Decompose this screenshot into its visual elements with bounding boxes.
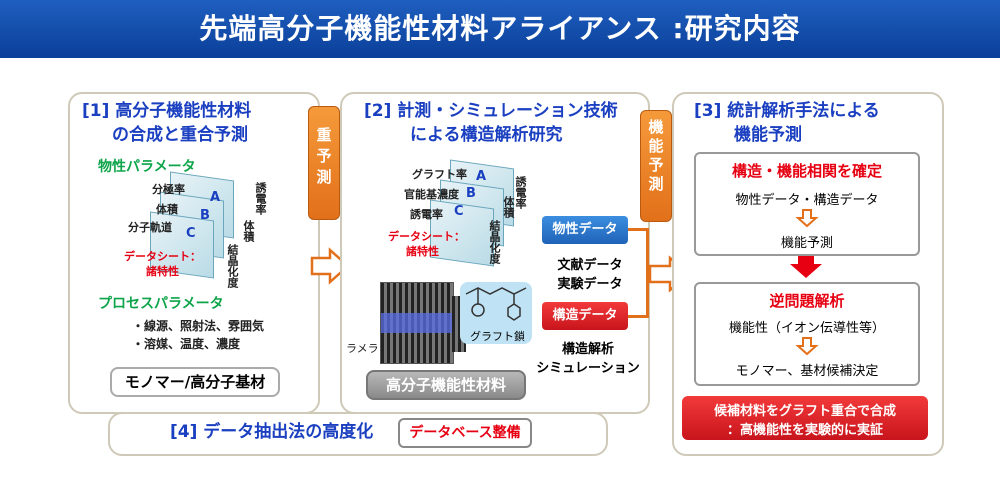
polymerization-prediction-tag: 重予測 — [308, 106, 340, 220]
datasheet-caption: 諸特性 — [406, 245, 439, 258]
sheet-letter: A — [476, 169, 487, 184]
connector-line — [628, 315, 648, 318]
inverse-line: モノマー、基材候補決定 — [735, 364, 879, 379]
lit-data: 文献データ 実験データ — [540, 254, 640, 292]
side-label: 結晶化度 — [226, 244, 239, 288]
sheet-row-label: 体積 — [156, 203, 178, 216]
datasheet-caption: 諸特性 — [146, 265, 179, 278]
lamella-image — [380, 282, 454, 364]
arrow-down-icon — [790, 256, 822, 278]
props-label: 物性パラメータ — [98, 159, 196, 175]
connector-line — [628, 228, 648, 231]
sheet-letter: A — [210, 190, 221, 205]
simulation: 構造解析 シミュレーション — [530, 338, 646, 376]
process-item: ・線源、照射法、雰囲気 — [132, 319, 265, 333]
correlation-title: 構造・機能相関を確定 — [731, 162, 882, 180]
inverse-problem-box: 逆問題解析 機能性（イオン伝導性等） モノマー、基材候補決定 — [694, 282, 920, 386]
result-box: 候補材料をグラフト重合で合成 ：高機能性を実験的に実証 — [682, 396, 928, 440]
sheet-letter: B — [200, 208, 210, 223]
sheet-row-label: 誘電率 — [410, 208, 443, 221]
struct-data-button: 構造データ — [542, 302, 628, 330]
arrow-right-icon — [310, 247, 350, 285]
simulation-line: シミュレーション — [536, 361, 640, 376]
side-label: 体積 — [502, 196, 515, 218]
correlation-box: 構造・機能相関を確定 物性データ・構造データ 機能予測 — [694, 152, 920, 256]
result-line: ：高機能性を実験的に実証 — [726, 423, 883, 438]
sheet-letter: B — [466, 186, 476, 201]
datasheet-caption: データシート： — [124, 250, 201, 263]
side-label: 誘電率 — [254, 182, 267, 215]
panel2-heading-line1: [2] 計測・シミュレーション技術 — [364, 101, 618, 121]
tag-text: 重予測 — [314, 127, 333, 190]
result-line: 候補材料をグラフト重合で合成 — [713, 404, 896, 419]
lamella-band — [381, 313, 453, 333]
sheet-row-label: 分子軌道 — [128, 221, 172, 234]
process-item: ・溶媒、温度、濃度 — [132, 337, 241, 351]
tag-text: 機能予測 — [646, 119, 665, 195]
arrow-down-icon — [795, 337, 819, 356]
sheet-row-label: グラフト率 — [412, 168, 467, 181]
database-box: データベース整備 — [398, 418, 532, 448]
correlation-line: 物性データ・構造データ — [735, 193, 879, 208]
inverse-title: 逆問題解析 — [769, 292, 845, 310]
panel1-heading-line1: [1] 高分子機能性材料 — [82, 101, 252, 121]
title-bar — [0, 0, 1000, 58]
monomer-box: モノマー/高分子基材 — [110, 367, 280, 397]
side-label: 体積 — [242, 220, 255, 242]
graft-chain-image: グラフト鎖 — [460, 282, 532, 344]
panel1-heading-line2: の合成と重合予測 — [112, 125, 248, 145]
sheet-letter: C — [454, 204, 464, 219]
datasheet-caption: データシート： — [388, 230, 465, 243]
side-label: 結晶化度 — [488, 220, 501, 264]
graft-chain-structure-icon — [465, 287, 527, 321]
simulation-line: 構造解析 — [561, 342, 614, 357]
page-title: 先端高分子機能性材料アライアンス :研究内容 — [199, 12, 801, 45]
sheet-letter: C — [186, 226, 196, 241]
lit-data-line: 実験データ — [557, 277, 623, 292]
panel2-heading-line2: による構造解析研究 — [410, 125, 563, 145]
correlation-line: 機能予測 — [780, 236, 833, 251]
panel4-heading: [4] データ抽出法の高度化 — [170, 422, 374, 442]
phys-data-button: 物性データ — [542, 216, 628, 244]
inverse-line: 機能性（イオン伝導性等） — [728, 321, 885, 336]
side-label: 誘電率 — [514, 176, 527, 209]
arrow-down-icon — [795, 209, 819, 228]
panel3-heading-line2: 機能予測 — [734, 125, 802, 145]
connector-line — [646, 228, 649, 318]
graft-chain-label: グラフト鎖 — [470, 330, 525, 343]
lit-data-line: 文献データ — [557, 258, 623, 273]
sheet-row-label: 官能基濃度 — [404, 188, 459, 201]
panel3-heading-line1: [3] 統計解析手法による — [694, 101, 880, 121]
function-prediction-tag: 機能予測 — [640, 110, 672, 222]
process-label: プロセスパラメータ — [98, 296, 224, 312]
lamella-label: ラメラ — [346, 342, 379, 355]
material-box: 高分子機能性材料 — [366, 370, 526, 400]
sheet-row-label: 分極率 — [152, 183, 185, 196]
